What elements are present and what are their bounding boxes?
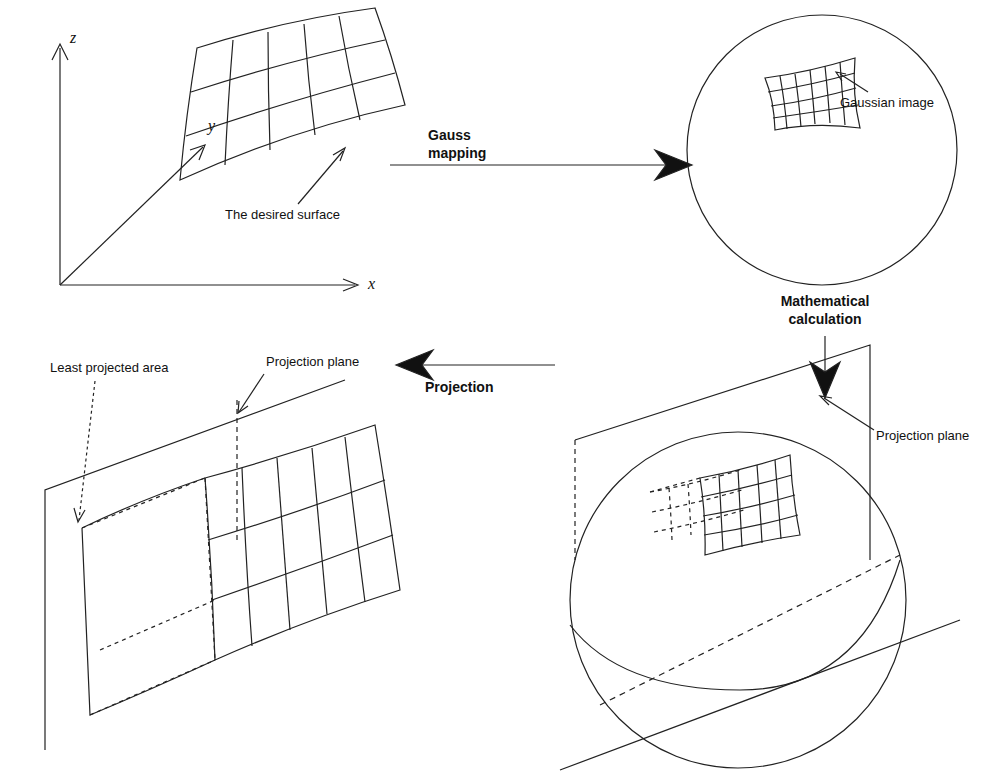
callout-label: Projection plane <box>266 354 359 370</box>
axis-label: z <box>70 30 76 46</box>
step-label: Gauss mapping <box>428 126 500 162</box>
projection-figure <box>45 374 400 750</box>
axis-label: y <box>208 118 215 134</box>
callout-label: Projection plane <box>876 428 969 444</box>
flow-arrow <box>396 350 555 380</box>
callout-label: The desired surface <box>225 207 340 223</box>
axis-label: x <box>368 276 375 292</box>
callout-label: Least projected area <box>50 360 169 376</box>
sphere-with-plane <box>560 345 960 770</box>
flow-arrow <box>810 336 840 398</box>
coordinate-axes <box>52 44 358 291</box>
callout-label: Gaussian image <box>840 95 934 111</box>
gauss-sphere <box>687 15 957 285</box>
step-label: Projection <box>425 378 493 396</box>
step-label: Mathematical calculation <box>765 292 885 328</box>
desired-surface <box>180 8 405 204</box>
